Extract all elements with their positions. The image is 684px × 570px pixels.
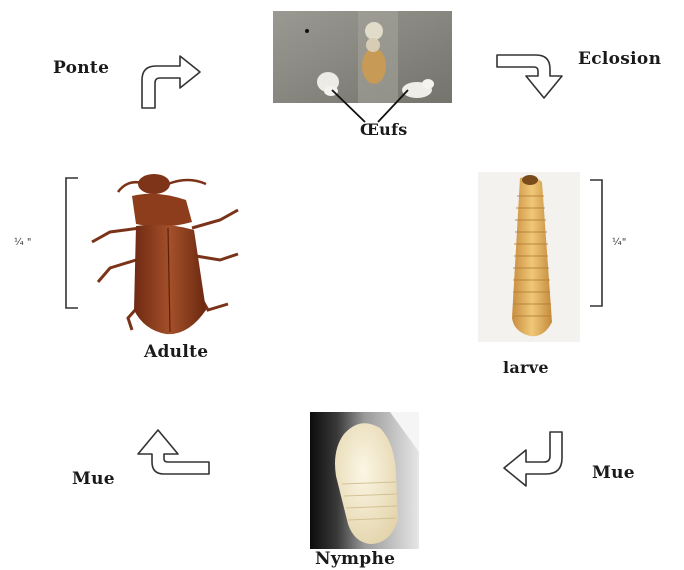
eggs-label: Œufs [360, 120, 408, 139]
larva-label: larve [503, 358, 549, 377]
mue-left-label: Mue [72, 469, 115, 489]
larva-scale-bracket [586, 178, 606, 308]
mue-left-arrow-icon [134, 426, 214, 478]
larva-photo [478, 172, 580, 342]
larva-scale-label: ¼" [612, 237, 626, 248]
adult-label: Adulte [144, 342, 208, 362]
adult-photo [88, 170, 246, 338]
adult-scale-label: ¼ " [14, 237, 31, 248]
eclosion-label: Eclosion [578, 49, 661, 69]
pupa-label: Nymphe [315, 549, 395, 569]
ponte-label: Ponte [53, 58, 109, 78]
eclosion-arrow-icon [494, 52, 568, 102]
mue-right-arrow-icon [500, 428, 578, 492]
adult-scale-bracket [62, 176, 82, 310]
mue-right-label: Mue [592, 463, 635, 483]
pupa-photo [310, 412, 419, 549]
ponte-arrow-icon [138, 52, 204, 110]
